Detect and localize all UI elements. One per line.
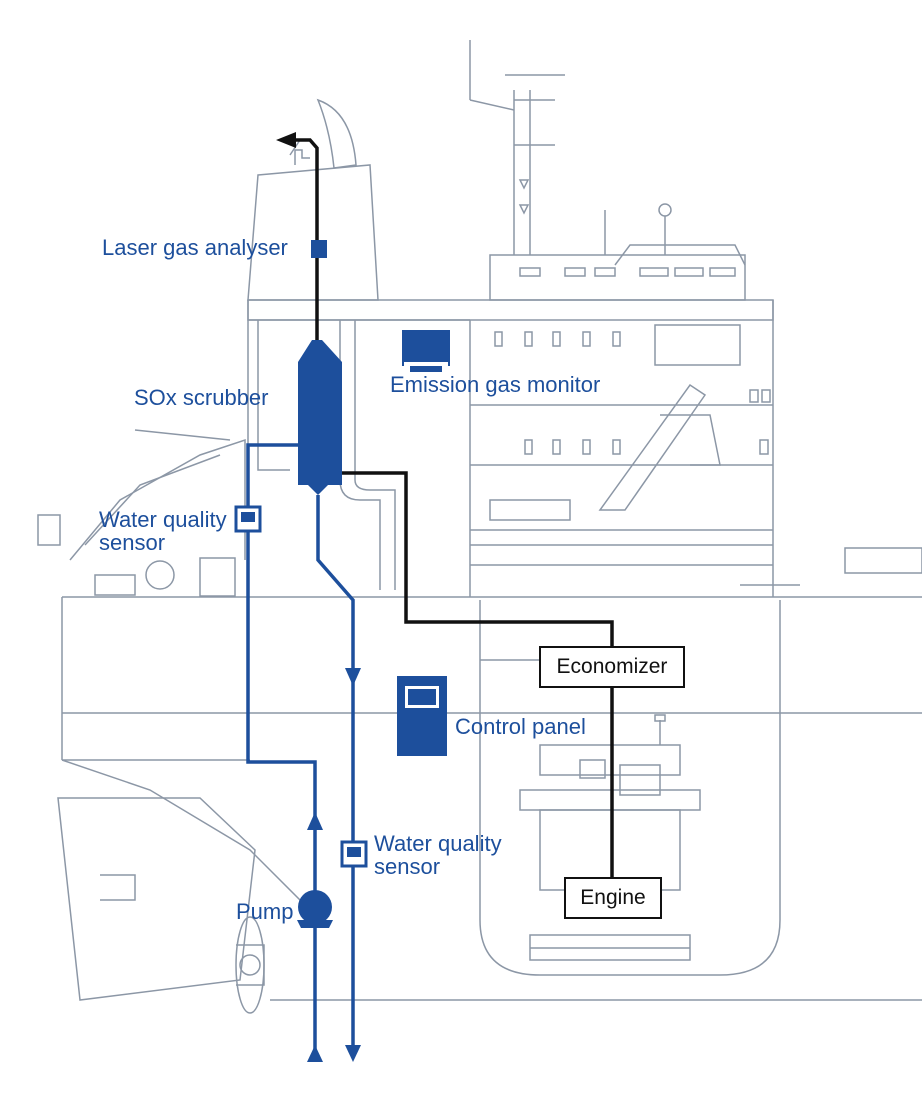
control-panel-icon xyxy=(397,676,447,756)
laser-gas-analyser-label: Laser gas analyser xyxy=(102,235,288,260)
outlet-arrow-bottom xyxy=(345,1045,361,1062)
exhaust-outlet-arrow xyxy=(276,132,296,148)
monitor-icon xyxy=(402,330,450,372)
sensor-icon xyxy=(340,840,368,868)
control-panel-label: Control panel xyxy=(455,714,586,739)
inlet-arrow-mid xyxy=(307,812,323,830)
emission-gas-monitor-label: Emission gas monitor xyxy=(390,372,601,397)
water-quality-sensor-right-label: Water quality sensor xyxy=(374,831,502,880)
sox-scrubber-tower xyxy=(298,340,342,495)
analyser-icon xyxy=(311,240,327,258)
water-quality-sensor-left-label: Water quality sensor xyxy=(99,507,227,556)
pump-label: Pump xyxy=(236,899,294,924)
sox-scrubber-label: SOx scrubber xyxy=(134,385,269,410)
outlet-arrow-mid xyxy=(345,668,361,686)
pump-icon xyxy=(297,890,333,928)
seawater-line xyxy=(246,443,355,1050)
engine-box: Engine xyxy=(564,877,662,919)
economizer-box: Economizer xyxy=(539,646,685,688)
sensor-icon xyxy=(234,505,262,533)
exhaust-gas-line xyxy=(290,138,614,880)
inlet-arrow-bottom xyxy=(307,1045,323,1062)
